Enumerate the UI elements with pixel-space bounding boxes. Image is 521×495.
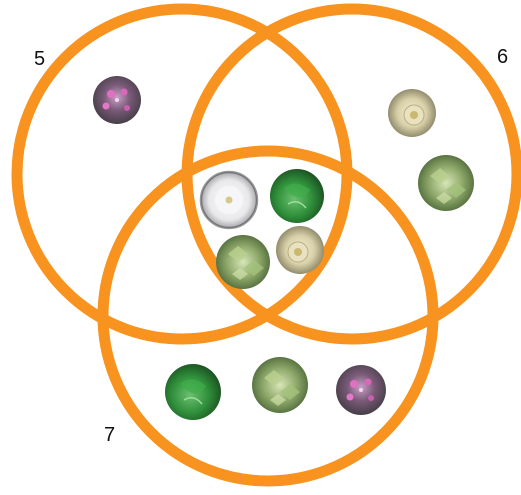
green-succulent-icon [216, 235, 270, 289]
pink-flower-icon [336, 365, 386, 415]
set-label-b: 6 [497, 46, 508, 69]
white-flower-icon [201, 172, 257, 228]
green-leaf-icon [270, 169, 324, 223]
cream-flower-icon [276, 226, 324, 274]
green-succulent-icon [418, 155, 474, 211]
set-label-a: 5 [34, 48, 45, 71]
pink-flower-icon [93, 76, 141, 124]
set-label-c: 7 [104, 424, 115, 447]
green-leaf-icon [165, 364, 221, 420]
cream-flower-icon [388, 89, 436, 137]
green-succulent-icon [252, 357, 308, 413]
